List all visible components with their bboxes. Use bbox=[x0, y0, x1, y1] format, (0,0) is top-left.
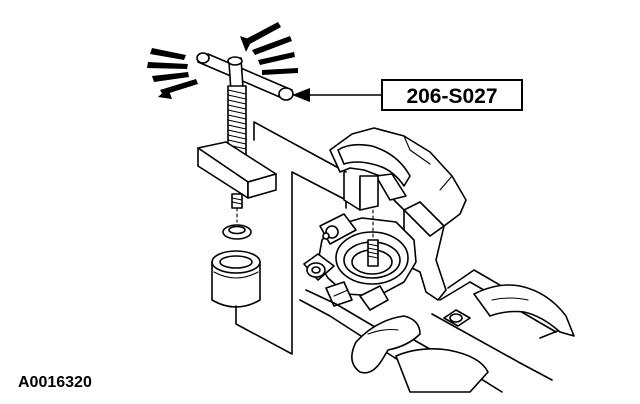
rotation-motion-marks bbox=[147, 22, 298, 99]
tool-yoke-block bbox=[197, 141, 277, 199]
tool-callout-box: 206-S027 bbox=[381, 79, 523, 111]
figure-id-label: A0016320 bbox=[18, 374, 92, 391]
tool-number-label: 206-S027 bbox=[406, 85, 497, 108]
caliper-mounting-lugs bbox=[303, 213, 357, 307]
piston-seal-ring bbox=[222, 224, 252, 240]
forcing-screw bbox=[227, 85, 247, 165]
brake-caliper-body bbox=[329, 127, 467, 301]
tool-spindle bbox=[231, 193, 243, 223]
hand-holding-caliper bbox=[351, 315, 489, 393]
caliper-piston-bore bbox=[317, 209, 417, 297]
vise-rails bbox=[299, 269, 561, 393]
t-handle-tool bbox=[196, 52, 294, 101]
piston-adapter-cup bbox=[211, 250, 261, 308]
tool-callout-arrow bbox=[292, 88, 383, 102]
hand-right bbox=[473, 284, 575, 337]
